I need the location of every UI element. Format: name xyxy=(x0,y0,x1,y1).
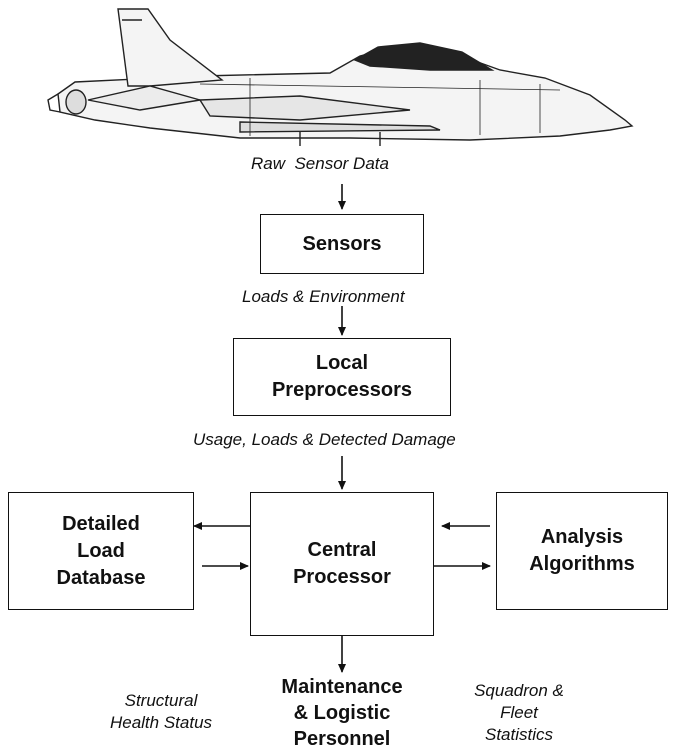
analysis-algorithms-box: Analysis Algorithms xyxy=(496,492,668,610)
label-raw-sensor-data: Raw Sensor Data xyxy=(251,154,389,173)
squadron-fleet-statistics: Squadron & Fleet Statistics xyxy=(444,680,594,746)
maintenance-line-1: Maintenance xyxy=(281,676,403,698)
central-line-2: Processor xyxy=(293,566,391,588)
local-preprocessors-box: Local Preprocessors xyxy=(233,338,451,416)
detailed-load-database-box: Detailed Load Database xyxy=(8,492,194,610)
analysis-line-1: Analysis xyxy=(540,526,624,548)
local-preprocessors-line-2: Preprocessors xyxy=(271,379,413,401)
local-preprocessors-line-1: Local xyxy=(315,352,369,374)
sensors-box: Sensors xyxy=(260,214,424,274)
sensors-label: Sensors xyxy=(302,232,382,255)
maintenance-line-3: Personnel xyxy=(293,728,391,750)
structural-line-1: Structural xyxy=(124,691,198,710)
database-line-2: Load xyxy=(77,539,125,562)
jet-aircraft-icon xyxy=(47,8,634,146)
label-usage-loads-damage: Usage, Loads & Detected Damage xyxy=(193,430,456,449)
squadron-line-3: Statistics xyxy=(484,725,554,744)
squadron-line-1: Squadron & xyxy=(474,681,564,700)
database-line-3: Database xyxy=(56,566,146,589)
label-loads-environment: Loads & Environment xyxy=(242,287,405,306)
structural-line-2: Health Status xyxy=(109,713,213,732)
maintenance-logistic-personnel: Maintenance & Logistic Personnel xyxy=(250,674,434,752)
maintenance-line-2: & Logistic xyxy=(293,702,391,724)
structural-health-status: Structural Health Status xyxy=(86,690,236,734)
database-line-1: Detailed xyxy=(62,512,140,535)
analysis-line-2: Algorithms xyxy=(529,553,635,575)
squadron-line-2: Fleet xyxy=(500,703,538,722)
central-processor-box: Central Processor xyxy=(250,492,434,636)
central-line-1: Central xyxy=(307,539,377,561)
